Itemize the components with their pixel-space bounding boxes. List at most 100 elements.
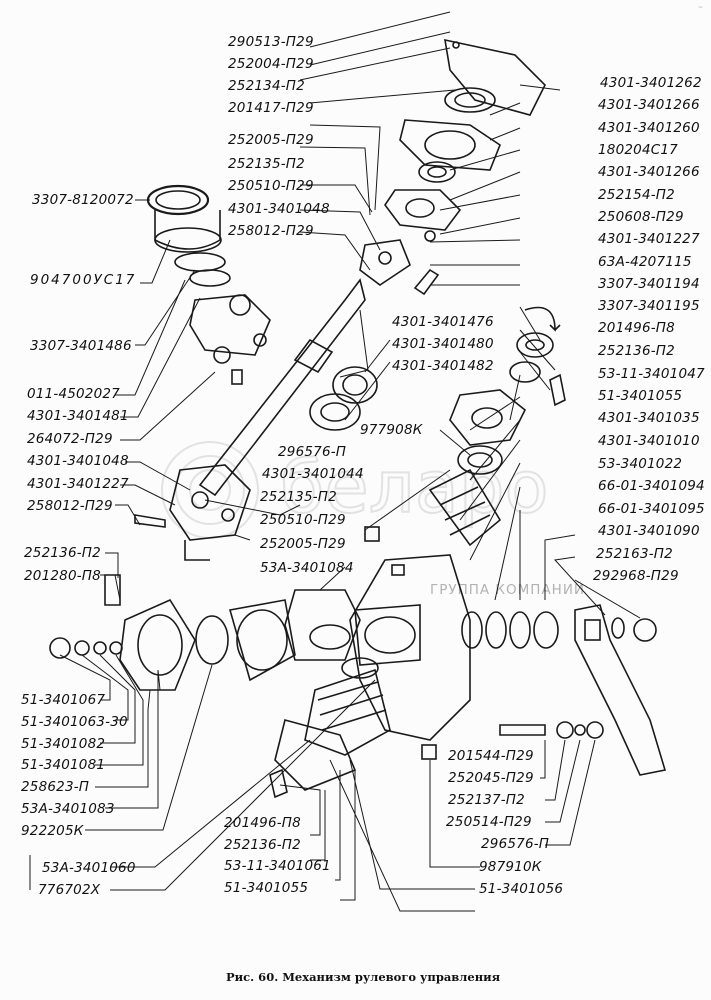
part-label: 264072-П29: [27, 431, 113, 447]
part-label: 51-3401067: [21, 692, 106, 708]
lower-flange-plate: [384, 189, 462, 231]
part-label: 4301-3401010: [598, 433, 700, 449]
rotation-arrow-icon: [524, 306, 561, 332]
part-label: 51-3401055: [598, 388, 683, 404]
flange-4301-3401035: [449, 389, 527, 446]
bearing-922205K: [195, 615, 229, 665]
flange-53A-3401084: [284, 589, 361, 661]
seal-977908K: [457, 445, 503, 475]
bearing-4301-3401480: [332, 366, 378, 404]
part-label: 66-01-3401094: [598, 478, 705, 494]
corner-mark: ~: [698, 4, 704, 11]
cover-63A-4207115: [516, 332, 554, 358]
washer-252045: [556, 721, 574, 739]
part-label: 922205К: [21, 823, 84, 839]
part-label: 201496-П8: [224, 815, 301, 831]
washer-51-3401063: [74, 640, 90, 656]
part-label: 252163-П2: [596, 546, 673, 562]
pin-258012-lower: [134, 514, 166, 528]
part-label: 3307-3401194: [598, 276, 700, 292]
bolt-201544: [499, 724, 546, 736]
leader-lines: [29, 11, 641, 912]
part-label: 53А-3401084: [260, 560, 354, 576]
part-label: 252005-П29: [228, 132, 314, 148]
part-label: 977908К: [360, 422, 423, 438]
rotation-arrow-icon: [184, 540, 210, 561]
part-label: 252136-П2: [24, 545, 101, 561]
grease-fitting-264072: [231, 369, 243, 385]
intermediate-shaft: [198, 278, 366, 497]
nut-250514: [586, 721, 604, 739]
part-label: 201280-П8: [24, 568, 101, 584]
part-label: 51-3401082: [21, 736, 106, 752]
sector-53A-3401060: [304, 668, 391, 756]
lower-yoke: [169, 464, 251, 541]
bearing-987910K: [341, 657, 379, 679]
part-label: 53-11-3401047: [598, 366, 705, 382]
washer-252137: [574, 724, 586, 736]
part-label: 252135-П2: [228, 156, 305, 172]
washer-3307-3401486: [174, 252, 226, 272]
part-label: 252137-П2: [448, 792, 525, 808]
part-label: 53А-3401083: [21, 801, 115, 817]
ring-66-01-3401095: [509, 611, 531, 649]
part-label: 4301-3401035: [598, 410, 700, 426]
part-label: 252154-П2: [598, 187, 675, 203]
part-label: 4301-3401090: [598, 523, 700, 539]
part-label: 252045-П29: [448, 770, 534, 786]
part-label: 4301-3401266: [598, 164, 700, 180]
part-label: 4301-3401481: [27, 408, 129, 424]
nut-51-3401067: [49, 637, 71, 659]
bushing-4301-3401482: [309, 393, 361, 431]
part-label: 51-3401055: [224, 880, 309, 896]
part-label: 201496-П8: [598, 320, 675, 336]
bushing-904700: [154, 210, 222, 253]
bearing-180204: [418, 161, 456, 183]
side-cover-53-11-3401061: [274, 719, 357, 791]
part-label: 3307-8120072: [32, 192, 134, 208]
bolt-201496-bottom: [269, 768, 288, 799]
ring-3307-3401194: [509, 361, 541, 383]
part-label: 290513-П29: [228, 34, 314, 50]
ring-51-3401081: [109, 641, 123, 655]
part-label: 250608-П29: [598, 209, 684, 225]
part-label: 4301-3401227: [598, 231, 700, 247]
part-label: 4301-3401227: [27, 476, 129, 492]
part-label: 296576-П: [481, 836, 550, 852]
steering-gear-housing: [349, 554, 471, 741]
part-label: 53-11-3401061: [224, 858, 331, 874]
part-label: 4301-3401266: [598, 97, 700, 113]
part-label: 252135-П2: [260, 489, 337, 505]
part-label: 180204С17: [598, 142, 678, 158]
part-label: 4301-3401476: [392, 314, 494, 330]
part-label: 4301-3401480: [392, 336, 494, 352]
end-cover-51-3401055: [119, 598, 196, 691]
part-label: 250510-П29: [260, 512, 346, 528]
part-label: 252134-П2: [228, 78, 305, 94]
part-label: 4301-3401048: [27, 453, 129, 469]
ring-66-01-3401094: [485, 611, 507, 649]
watermark-logo: беларо: [161, 441, 550, 539]
nut-292968: [633, 618, 657, 642]
part-label: 292968-П29: [593, 568, 679, 584]
plug-296576: [421, 744, 437, 760]
plug-296576-top: [364, 526, 380, 542]
pin-258012-top: [413, 268, 440, 296]
part-label: 53-3401022: [598, 456, 683, 472]
bushing-4301-3401090: [533, 611, 559, 649]
part-label: 66-01-3401095: [598, 501, 705, 517]
seal-ring-3307-8120072: [146, 184, 210, 216]
part-label: 011-4502027: [27, 386, 120, 402]
boot-4301-3401010: [428, 468, 502, 547]
part-label: 201544-П29: [448, 748, 534, 764]
part-label: 252136-П2: [224, 837, 301, 853]
part-label: 3307-3401486: [30, 338, 132, 354]
part-label: 258623-П: [21, 779, 90, 795]
part-label: 4301-3401048: [228, 201, 330, 217]
watermark-text: ГРУППА КОМПАНИЙ: [430, 582, 586, 598]
top-cover-plate: [444, 38, 546, 116]
part-label: 53А-3401060: [42, 860, 136, 876]
ring-011-4502027: [189, 269, 231, 287]
